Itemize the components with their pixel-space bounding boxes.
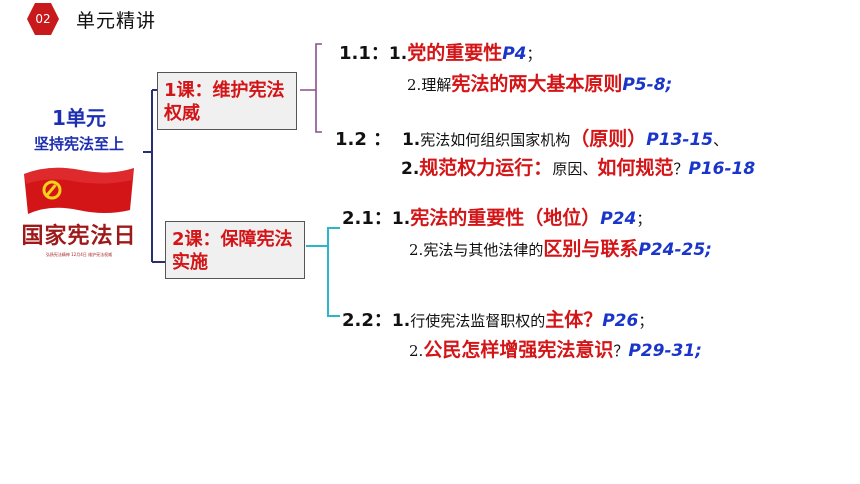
point-2-2-b: 2.公民怎样增强宪法意识？P29-31; — [409, 339, 702, 361]
lesson-1-box: 1课：维护宪法权威 — [157, 72, 297, 130]
point-1-2-b: 2.规范权力运行：原因、如何规范？P16-18 — [401, 157, 756, 179]
section-number: 02 — [35, 12, 51, 26]
constitution-day-title: 国家宪法日 — [21, 224, 137, 249]
point-2-2: 2.2：1.行使宪法监督职权的主体？P26； — [342, 309, 654, 331]
point-1-1: 1.1：1.党的重要性P4； — [339, 42, 542, 64]
section-number-badge: 02 — [26, 2, 60, 36]
point-1-2: 1.2 ： 1.宪法如何组织国家机构（原则）P13-15、 — [335, 128, 729, 150]
constitution-day-subtitle: 弘扬宪法精神 12月4日 维护宪法权威 — [45, 252, 113, 257]
unit-name: 坚持宪法至上 — [33, 135, 124, 153]
lesson1-bracket — [300, 43, 322, 133]
lesson2-bracket — [306, 227, 340, 317]
point-2-1-b: 2.宪法与其他法律的区别与联系P24-25; — [409, 238, 712, 260]
point-2-1: 2.1：1.宪法的重要性（地位）P24； — [342, 207, 652, 229]
hexagon-badge-icon — [27, 3, 59, 35]
unit-branch-line — [143, 89, 166, 263]
unit-number: 1单元 — [52, 106, 106, 130]
party-flag-icon — [24, 167, 134, 214]
lesson-2-box: 2课：保障宪法实施 — [165, 221, 305, 279]
page-title: 单元精讲 — [76, 10, 157, 32]
point-1-1-b: 2.理解宪法的两大基本原则P5-8; — [407, 73, 673, 95]
